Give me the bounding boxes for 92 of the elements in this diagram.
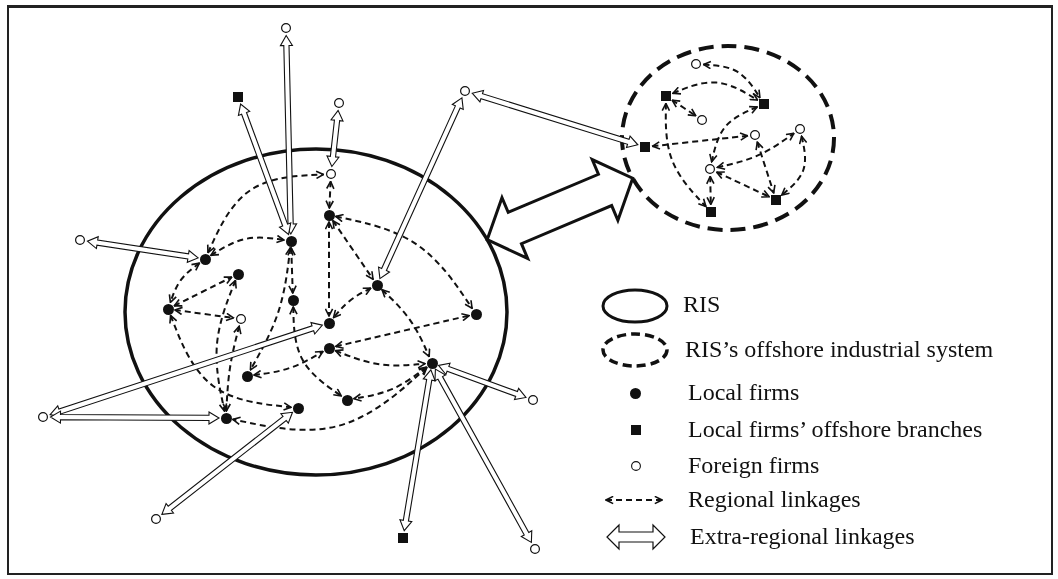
extra-regional-arrow <box>279 34 298 236</box>
legend-label: Extra-regional linkages <box>690 522 915 550</box>
extra-regional-arrow <box>237 103 292 236</box>
foreign-firm-circle <box>236 314 246 324</box>
regional-linkage-arrow <box>702 60 761 99</box>
extra-regional-arrow <box>437 362 527 401</box>
regional-linkage-arrow <box>287 247 297 294</box>
local-firm-dot <box>323 317 335 329</box>
local-firm-dot <box>232 268 244 280</box>
regional-linkage-arrow <box>324 221 334 317</box>
regional-linkage-arrow <box>325 180 335 209</box>
legend-label: Local firms <box>688 378 800 406</box>
regional-linkage-arrow <box>249 246 294 371</box>
local-firm-dot <box>162 303 174 315</box>
regional-linkage-arrow <box>332 287 372 319</box>
extra-regional-arrow <box>326 109 344 168</box>
legend-label: Foreign firms <box>688 451 820 479</box>
foreign-firm-circle <box>75 235 85 245</box>
regional-linkage-arrow <box>334 349 427 369</box>
extra-regional-arrow <box>377 96 464 280</box>
regional-linkage-arrow <box>222 325 242 412</box>
local-firm-dot <box>371 279 383 291</box>
regional-linkage-arrow <box>289 306 343 397</box>
regional-linkage-arrow <box>716 132 795 171</box>
extra-regional-arrow <box>434 368 533 544</box>
regional-linkage-arrow <box>334 213 474 310</box>
extra-regional-arrow <box>86 235 200 264</box>
branch-square <box>640 142 650 152</box>
foreign-firm-circle <box>750 130 760 140</box>
foreign-firm-circle <box>697 115 707 125</box>
branch-square <box>233 92 243 102</box>
foreign-firm-circle <box>326 169 336 179</box>
regional-linkage-arrow <box>651 132 749 150</box>
foreign-firm-circle <box>528 395 538 405</box>
branch-square <box>706 207 716 217</box>
system-ellipse <box>123 147 509 477</box>
local-firm-dot <box>341 394 353 406</box>
foreign-firm-circle <box>530 544 540 554</box>
branch-square <box>771 195 781 205</box>
local-firm-dot <box>287 294 299 306</box>
regional-linkage-arrow <box>715 171 771 198</box>
dashed-system-ellipse <box>620 44 836 232</box>
foreign-firm-circle <box>38 412 48 422</box>
regional-linkage-arrow <box>671 81 759 102</box>
legend-label: Regional linkages <box>688 485 861 513</box>
extra-regional-arrow <box>49 321 324 418</box>
foreign-firm-circle <box>334 98 344 108</box>
local-firm-dot <box>323 209 335 221</box>
regional-linkage-arrow <box>661 102 707 208</box>
foreign-firm-circle <box>460 86 470 96</box>
regional-linkage-arrow <box>231 366 428 431</box>
regional-linkage-arrow <box>755 141 776 194</box>
regional-linkage-arrow <box>252 350 324 379</box>
regional-linkage-arrow <box>709 105 759 163</box>
local-firm-dot <box>292 402 304 414</box>
regional-linkage-arrow <box>209 234 286 257</box>
block-arrow <box>485 156 635 262</box>
regional-linkage-arrow <box>780 135 808 197</box>
local-firm-dot <box>285 235 297 247</box>
extra-regional-arrow <box>161 411 294 516</box>
foreign-firm-circle <box>705 164 715 174</box>
branch-square <box>759 99 769 109</box>
branch-square <box>661 91 671 101</box>
local-firm-dot <box>470 308 482 320</box>
foreign-firm-circle <box>281 23 291 33</box>
regional-linkage-arrow <box>705 175 716 206</box>
regional-linkage-arrow <box>169 314 293 411</box>
extra-regional-arrow <box>399 368 436 532</box>
regional-linkage-arrow <box>671 99 697 117</box>
local-firm-dot <box>199 253 211 265</box>
regional-linkage-arrow <box>381 288 431 358</box>
regional-linkage-arrow <box>206 170 325 254</box>
extra-regional-arrow <box>471 89 639 149</box>
regional-linkage-arrow <box>173 306 235 322</box>
foreign-firm-circle <box>795 124 805 134</box>
legend-label: Local firms’ offshore branches <box>688 415 983 443</box>
regional-linkage-arrow <box>173 276 233 307</box>
local-firm-dot <box>323 342 335 354</box>
regional-linkage-arrow <box>215 279 237 413</box>
regional-linkage-arrow <box>334 312 471 350</box>
local-firm-dot <box>241 370 253 382</box>
foreign-firm-circle <box>691 59 701 69</box>
regional-linkage-arrow <box>331 219 375 281</box>
branch-square <box>398 533 408 543</box>
legend-label: RIS’s offshore industrial system <box>685 335 994 363</box>
foreign-firm-circle <box>151 514 161 524</box>
extra-regional-arrow <box>49 410 221 425</box>
local-firm-dot <box>220 412 232 424</box>
legend-label: RIS <box>683 290 721 318</box>
local-firm-dot <box>426 357 438 369</box>
regional-linkage-arrow <box>352 366 428 402</box>
regional-linkage-arrow <box>168 262 201 304</box>
